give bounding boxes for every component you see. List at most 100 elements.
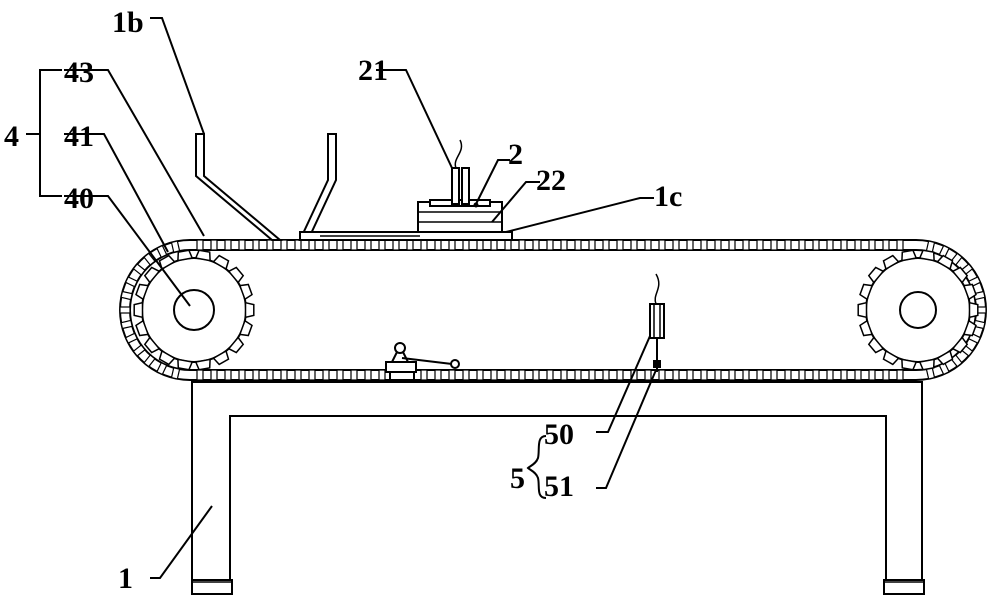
chain-link-bottom	[616, 369, 624, 381]
chain-link-top	[574, 239, 582, 251]
chain-link-bottom	[700, 369, 708, 381]
sprocket-tooth	[951, 336, 969, 354]
label-5: 5	[510, 462, 525, 495]
chain-link-bottom	[882, 369, 890, 381]
chain-link-bottom	[854, 369, 862, 381]
left-sprocket-hub	[173, 289, 215, 331]
lower-sensor-assembly	[649, 273, 665, 372]
sprocket-tooth	[882, 254, 900, 271]
label-22: 22	[536, 164, 566, 197]
chain-link-arc	[950, 252, 963, 266]
chain-link-top	[252, 239, 260, 251]
chain-link-arc	[156, 244, 168, 259]
chain-link-bottom	[588, 369, 596, 381]
lower-cable	[654, 273, 660, 305]
chain-link-top	[392, 239, 400, 251]
left-foot	[191, 579, 233, 595]
sprocket-tooth	[135, 283, 150, 301]
chain-link-bottom	[448, 369, 456, 381]
chain-link-bottom	[770, 369, 778, 381]
chain-link-top	[448, 239, 456, 251]
sprocket-tooth	[194, 249, 211, 262]
chain-link-top	[308, 239, 316, 251]
label-43: 43	[64, 56, 94, 89]
label-21: 21	[358, 54, 388, 87]
chain-link-arc	[170, 240, 181, 253]
chain-link-top	[784, 239, 792, 251]
chain-link-arc	[973, 319, 986, 330]
sensor-rod-left	[451, 167, 460, 205]
chain-link-top	[798, 239, 806, 251]
chain-link-bottom	[560, 369, 568, 381]
chain-link-top	[826, 239, 834, 251]
label-1: 1	[118, 562, 133, 595]
sprocket-tooth	[901, 249, 918, 262]
chain-link-bottom	[420, 369, 428, 381]
label-2: 2	[508, 138, 523, 171]
brace-5	[526, 435, 547, 499]
chain-link-top	[406, 239, 414, 251]
lower-sensor-body	[649, 303, 665, 339]
chain-link-top	[686, 239, 694, 251]
chain-link-top	[378, 239, 386, 251]
chain-link-bottom	[798, 369, 806, 381]
chain-link-top	[420, 239, 428, 251]
upper-sensor-assembly	[417, 139, 503, 233]
chain-link-top	[336, 239, 344, 251]
chain-link-top	[658, 239, 666, 251]
chain-link-bottom	[826, 369, 834, 381]
chain-link-bottom	[210, 369, 218, 381]
sprocket-tooth	[867, 266, 885, 284]
chain-link-top	[210, 239, 218, 251]
chain-link-bottom	[308, 369, 316, 381]
clamp-base	[385, 361, 417, 373]
chain-link-top	[518, 239, 526, 251]
sprocket-tooth	[135, 319, 150, 337]
chain-link-top	[266, 239, 274, 251]
sprocket-tooth	[212, 349, 230, 366]
chain-link-bottom	[252, 369, 260, 381]
label-1b: 1b	[112, 6, 144, 39]
chain-link-bottom	[728, 369, 736, 381]
chain-link-bottom	[350, 369, 358, 381]
sprocket-tooth	[158, 349, 176, 366]
sprocket-tooth	[194, 358, 211, 371]
reference-labels: 1b 43 4 41 40 21 2 22 1c 50 5 51 1	[4, 6, 682, 595]
leader-lines	[26, 17, 657, 579]
chain-link-bottom	[294, 369, 302, 381]
sprocket-tooth	[859, 319, 874, 337]
chain-link-top	[770, 239, 778, 251]
chain-link-top	[280, 239, 288, 251]
chain-link-top	[630, 239, 638, 251]
sprocket-tooth	[227, 266, 245, 284]
chain-links	[119, 239, 987, 381]
chain-link-bottom	[686, 369, 694, 381]
chain-link-top	[294, 239, 302, 251]
sprocket-tooth	[918, 358, 935, 371]
chain-link-bottom	[336, 369, 344, 381]
label-1c: 1c	[654, 180, 682, 213]
chain-link-bottom	[644, 369, 652, 381]
sprocket-tooth	[244, 301, 255, 319]
chain-link-bottom	[518, 369, 526, 381]
sprocket-tooth	[936, 254, 954, 271]
label-40: 40	[64, 182, 94, 215]
chain-link-top	[882, 239, 890, 251]
chain-link-bottom	[266, 369, 274, 381]
chain-link-arc	[120, 319, 133, 330]
chain-link-top	[756, 239, 764, 251]
sprocket-tooth	[133, 301, 144, 319]
chain-link-bottom	[896, 369, 904, 381]
chain-link-bottom	[364, 369, 372, 381]
chain-link-bottom	[476, 369, 484, 381]
sprocket-tooth	[867, 336, 885, 354]
chain-link-top	[602, 239, 610, 251]
chain-link-arc	[950, 354, 963, 368]
sprocket-tooth	[143, 336, 161, 354]
chain-link-bottom	[868, 369, 876, 381]
chain-link-arc	[973, 290, 986, 301]
chain-link-top	[560, 239, 568, 251]
chain-link-arc	[132, 344, 146, 357]
rail-plate	[299, 231, 513, 241]
